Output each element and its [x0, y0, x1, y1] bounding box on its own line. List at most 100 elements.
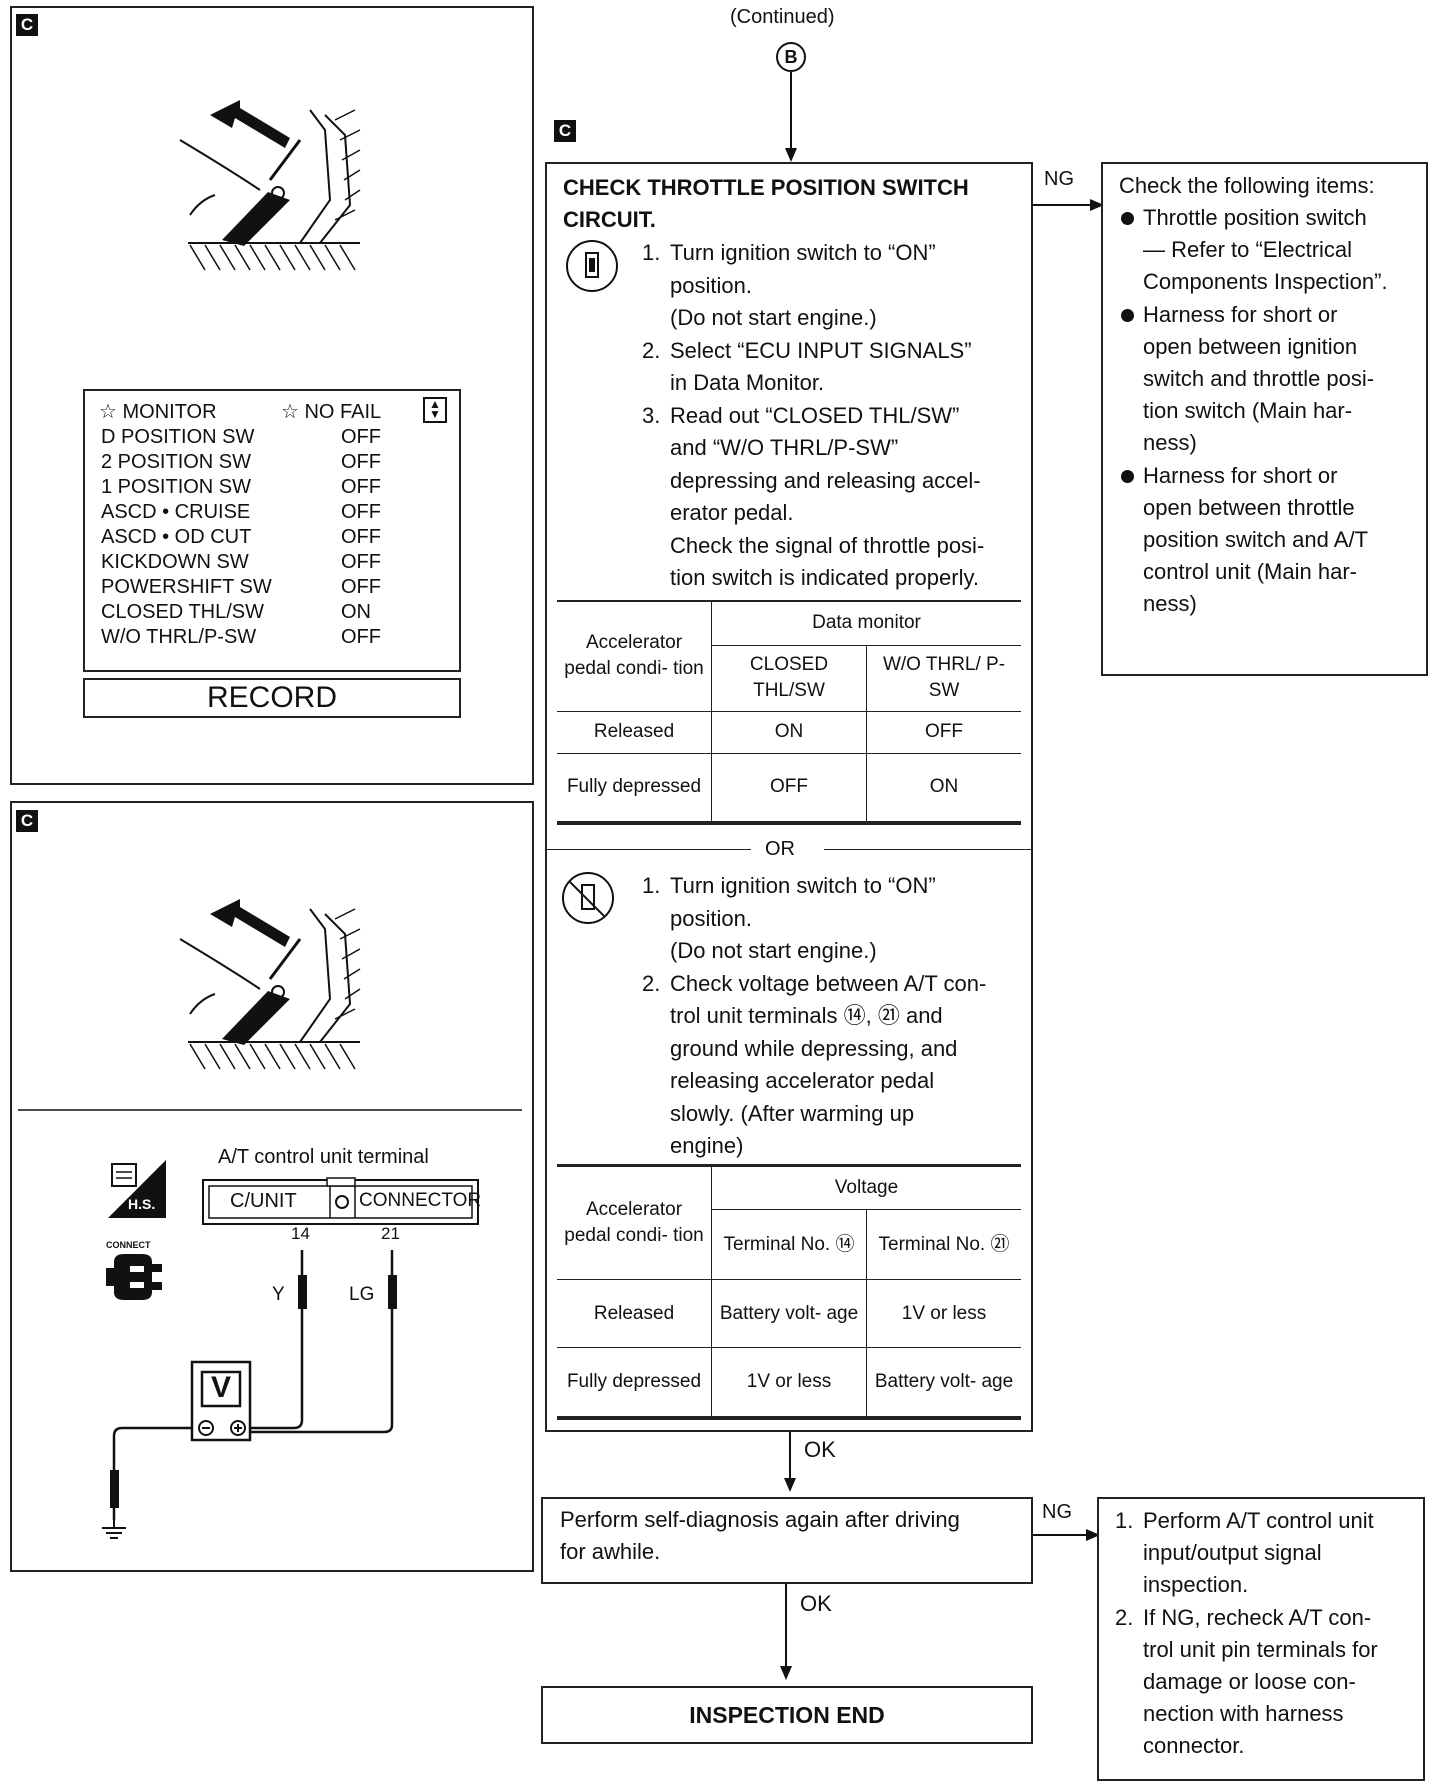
table-b-group: Voltage [711, 1165, 1021, 1210]
record-button[interactable] [83, 678, 461, 718]
step-text: Perform A/T control unit input/output si… [1143, 1508, 1374, 1598]
step-number: 2. [642, 970, 661, 996]
step-number: 3. [642, 402, 661, 428]
monitor-row-label: 1 POSITION SW [101, 476, 252, 498]
monitor-header-left: ☆ MONITOR [99, 401, 217, 423]
voltmeter-label: V [210, 1371, 231, 1404]
or-divider-right [824, 849, 1031, 850]
monitor-row-value: OFF [341, 451, 381, 473]
step-text: Check voltage between A/T con- trol unit… [670, 970, 987, 1159]
monitor-row-label: CLOSED THL/SW [101, 601, 264, 623]
table-b-r1-v2: Battery volt- age [866, 1347, 1021, 1418]
check-title-line2: CIRCUIT. [563, 207, 656, 232]
section-badge-3: C [554, 120, 576, 142]
table-b-r1-v1: 1V or less [711, 1347, 867, 1418]
table-b-r0-v2: 1V or less [866, 1279, 1021, 1348]
pin-21-label: 21 [381, 1224, 400, 1243]
cunit-label: C/UNIT [230, 1190, 297, 1212]
or-divider-left [547, 849, 751, 850]
table-a-r0-v2: OFF [866, 710, 1021, 754]
record-label: RECORD [206, 681, 337, 714]
table-b-col0: Accelerator pedal condi- tion [557, 1165, 712, 1280]
connector-b-letter: B [784, 47, 798, 67]
monitor-row-value: OFF [341, 476, 381, 498]
no-consult-icon [562, 872, 614, 924]
monitor-row-value: OFF [341, 426, 381, 448]
ng-check-items-box [1101, 162, 1428, 676]
inspection-end-box [541, 1686, 1033, 1744]
step-text: Select “ECU INPUT SIGNALS” in Data Monit… [670, 337, 972, 396]
monitor-row-value: ON [341, 601, 371, 623]
table-a-col2: W/O THRL/ P-SW [866, 644, 1021, 712]
connector-b-icon: B [776, 42, 806, 72]
table-row: Released ON OFF [557, 710, 1021, 754]
monitor-row-value: OFF [341, 551, 381, 573]
ng-inspection-box [1097, 1497, 1425, 1781]
bullet-icon [1121, 470, 1134, 484]
inspection-end-label: INSPECTION END [689, 1702, 885, 1728]
ng-label-2: NG [1042, 1501, 1072, 1523]
table-a-r1-v1: OFF [711, 752, 867, 824]
consult-tool-icon [566, 240, 618, 292]
bullet-icon [1121, 308, 1134, 322]
step-number: 2. [642, 337, 661, 363]
section-badge: C [16, 14, 38, 36]
scroll-updown-icon[interactable]: ▲▼ [423, 397, 447, 423]
monitor-row-value: OFF [341, 526, 381, 548]
monitor-row-value: OFF [341, 576, 381, 598]
monitor-row-value: OFF [341, 626, 381, 648]
connect-label: CONNECT [106, 1240, 151, 1250]
or-label: OR [765, 838, 795, 860]
table-row: Fully depressed 1V or less Battery volt-… [557, 1347, 1021, 1418]
monitor-row-label: KICKDOWN SW [101, 551, 249, 573]
ok-label-2: OK [800, 1591, 832, 1616]
table-row: Fully depressed OFF ON [557, 752, 1021, 824]
pin-14-label: 14 [291, 1224, 310, 1243]
table-a-col0: Accelerator pedal condi- tion [557, 600, 712, 712]
step-text: Read out “CLOSED THL/SW” and “W/O THRL/P… [670, 402, 985, 591]
ok-label-1: OK [804, 1437, 836, 1462]
ng-check-item: Harness for short or open between igniti… [1143, 301, 1375, 455]
monitor-row-label: POWERSHIFT SW [101, 576, 272, 598]
table-b-r0-v1: Battery volt- age [711, 1279, 867, 1348]
monitor-row-label: ASCD • CRUISE [101, 501, 251, 523]
terminal-title: A/T control unit terminal [218, 1146, 429, 1168]
table-a-group: Data monitor [711, 600, 1021, 646]
step-number: 1. [1115, 1508, 1134, 1533]
step-text: Turn ignition switch to “ON” position. (… [670, 240, 936, 330]
voltage-table: Accelerator pedal condi- tion Voltage Te… [557, 1164, 1021, 1420]
step-number: 2. [1115, 1604, 1134, 1630]
table-row: Released Battery volt- age 1V or less [557, 1279, 1021, 1348]
wire-lg-label: LG [349, 1284, 375, 1305]
step-text: Turn ignition switch to “ON” position. (… [670, 873, 936, 963]
ng-label-1: NG [1044, 168, 1074, 190]
self-diagnosis-text: Perform self-diagnosis again after drivi… [560, 1507, 960, 1564]
table-a-r1-v2: ON [866, 752, 1021, 824]
table-a-col1: CLOSED THL/SW [711, 644, 867, 712]
ng-check-item: Throttle position switch — Refer to “Ele… [1143, 205, 1388, 294]
monitor-row-value: OFF [341, 501, 381, 523]
table-b-r0-cond: Released [557, 1279, 712, 1348]
hs-label: H.S. [128, 1196, 156, 1212]
monitor-screen [83, 389, 461, 672]
table-a-r0-v1: ON [711, 710, 867, 754]
monitor-row-label: D POSITION SW [101, 426, 255, 448]
self-diagnosis-box [541, 1497, 1033, 1584]
monitor-row-label: W/O THRL/P-SW [101, 626, 257, 648]
section-badge-2: C [16, 810, 38, 832]
terminal-panel [10, 801, 534, 1572]
bullet-icon [1121, 212, 1134, 225]
table-b-col2: Terminal No. ㉑ [866, 1209, 1021, 1280]
table-b-r1-cond: Fully depressed [557, 1347, 712, 1418]
table-b-col1: Terminal No. ⑭ [711, 1209, 867, 1280]
table-a-r1-cond: Fully depressed [557, 752, 712, 824]
monitor-row-label: ASCD • OD CUT [101, 526, 252, 548]
connector-label: CONNECTOR [359, 1190, 482, 1211]
ng-check-item: Harness for short or open between thrott… [1143, 463, 1369, 617]
connect-icon [106, 1252, 164, 1302]
table-a-r0-cond: Released [557, 710, 712, 754]
monitor-row-label: 2 POSITION SW [101, 451, 252, 473]
continued-label: (Continued) [730, 6, 835, 28]
ng-check-title: Check the following items: [1119, 173, 1375, 198]
harness-side-icon: H.S. [108, 1160, 166, 1218]
